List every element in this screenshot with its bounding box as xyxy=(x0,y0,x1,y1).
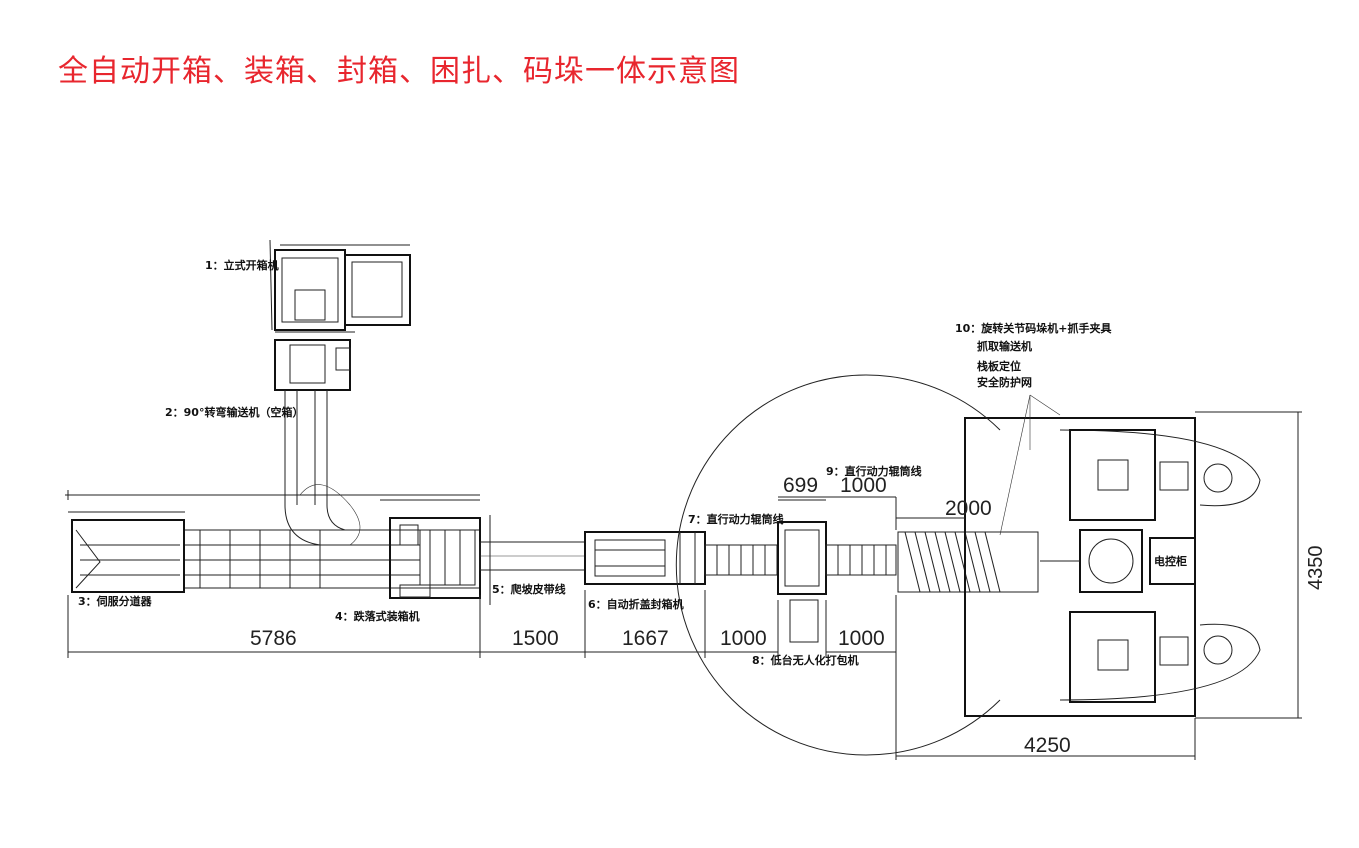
main-conveyor xyxy=(185,529,480,589)
component-labels: 1：立式开箱机 2：90°转弯输送机（空箱） 3：伺服分道器 4：跌落式装箱机 … xyxy=(78,258,1187,667)
dim-5786: 5786 xyxy=(250,627,297,650)
label-case-sealer: 6：自动折盖封箱机 xyxy=(588,597,684,611)
label-turning-conveyor: 2：90°转弯输送机（空箱） xyxy=(165,405,303,419)
dim-4250: 4250 xyxy=(1024,734,1071,757)
label-roller-line-7: 7：直行动力辊筒线 xyxy=(688,512,784,526)
roller-line-7 xyxy=(704,544,778,576)
dim-1500: 1500 xyxy=(512,627,559,650)
label-roller-line-9: 9：直行动力辊筒线 xyxy=(826,464,922,478)
case-erector xyxy=(269,239,411,391)
servo-divider xyxy=(65,490,480,593)
strapping-machine xyxy=(777,499,827,643)
label-strapping-machine: 8：低台无人化打包机 xyxy=(752,653,859,667)
label-pallet-positioning: 栈板定位 xyxy=(977,359,1021,373)
label-servo-divider: 3：伺服分道器 xyxy=(78,594,153,608)
case-sealer xyxy=(584,531,706,585)
dim-2000: 2000 xyxy=(945,497,992,520)
label-case-erector: 1：立式开箱机 xyxy=(205,258,279,272)
label-case-packer: 4：跌落式装箱机 xyxy=(335,609,420,623)
case-packer xyxy=(380,499,491,605)
dim-4350: 4350 xyxy=(1305,546,1327,591)
dim-1000-b: 1000 xyxy=(838,627,885,650)
dim-1000-a: 1000 xyxy=(720,627,767,650)
label-incline-belt: 5：爬坡皮带线 xyxy=(492,582,566,596)
dim-699: 699 xyxy=(783,474,818,497)
label-palletizer: 10：旋转关节码垛机+抓手夹具 xyxy=(955,321,1112,335)
page-title: 全自动开箱、装箱、封箱、困扎、码垛一体示意图 xyxy=(58,54,740,89)
roller-line-9 xyxy=(825,544,897,576)
dimension-values: 5786 1500 1667 1000 1000 699 1000 2000 4… xyxy=(250,474,1327,757)
label-pick-conveyor: 抓取输送机 xyxy=(977,339,1032,353)
incline-belt xyxy=(479,541,586,571)
palletizing-cell xyxy=(675,374,1261,756)
label-control-cabinet: 电控柜 xyxy=(1154,554,1187,568)
label-safety-fence: 安全防护网 xyxy=(977,375,1032,389)
dim-1000-c: 1000 xyxy=(840,474,887,497)
dimension-lines xyxy=(67,394,1302,760)
turning-conveyor xyxy=(284,390,361,546)
dim-1667: 1667 xyxy=(622,627,669,650)
